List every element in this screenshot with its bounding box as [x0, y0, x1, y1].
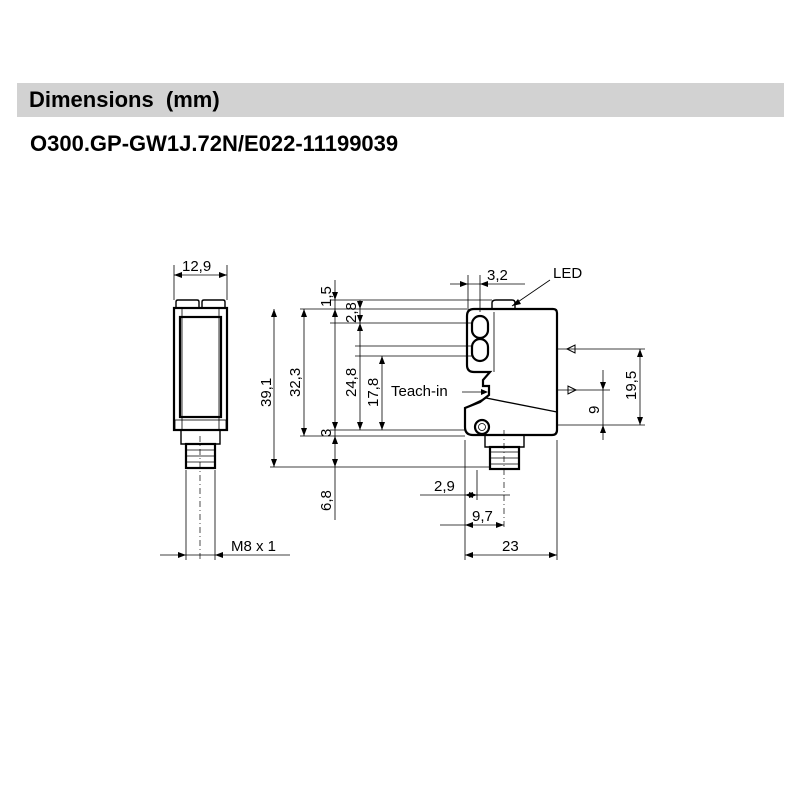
dim-axis-offset: 19,5 [623, 371, 640, 400]
led-callout: LED [553, 265, 582, 282]
dim-lens-span: 24,8 [343, 368, 360, 397]
model-number: O300.GP-GW1J.72N/E022-11199039 [30, 131, 399, 156]
dim-lens-top: 2,8 [343, 302, 360, 323]
dim-conn-offset: 2,9 [434, 478, 455, 495]
side-view [270, 275, 645, 560]
page-title: Dimensions (mm) [29, 87, 220, 112]
dim-teach-span: 17,8 [365, 378, 382, 407]
teach-in-callout: Teach-in [391, 383, 448, 400]
dim-axis-small: 9 [586, 406, 603, 414]
dim-base-step: 3 [318, 429, 335, 437]
dim-conn-pos: 9,7 [472, 508, 493, 525]
dim-connector-len: 6,8 [318, 490, 335, 511]
dim-width-front: 12,9 [182, 258, 211, 275]
dim-height-total: 39,1 [258, 378, 275, 407]
dim-led-offset: 3,2 [487, 267, 508, 284]
header-band: Dimensions (mm) [17, 83, 784, 117]
dim-height-body: 32,3 [287, 368, 304, 397]
dim-depth: 23 [502, 538, 519, 555]
front-view [160, 265, 290, 560]
dim-offset-top: 1,5 [318, 286, 335, 307]
dim-thread: M8 x 1 [231, 538, 276, 555]
